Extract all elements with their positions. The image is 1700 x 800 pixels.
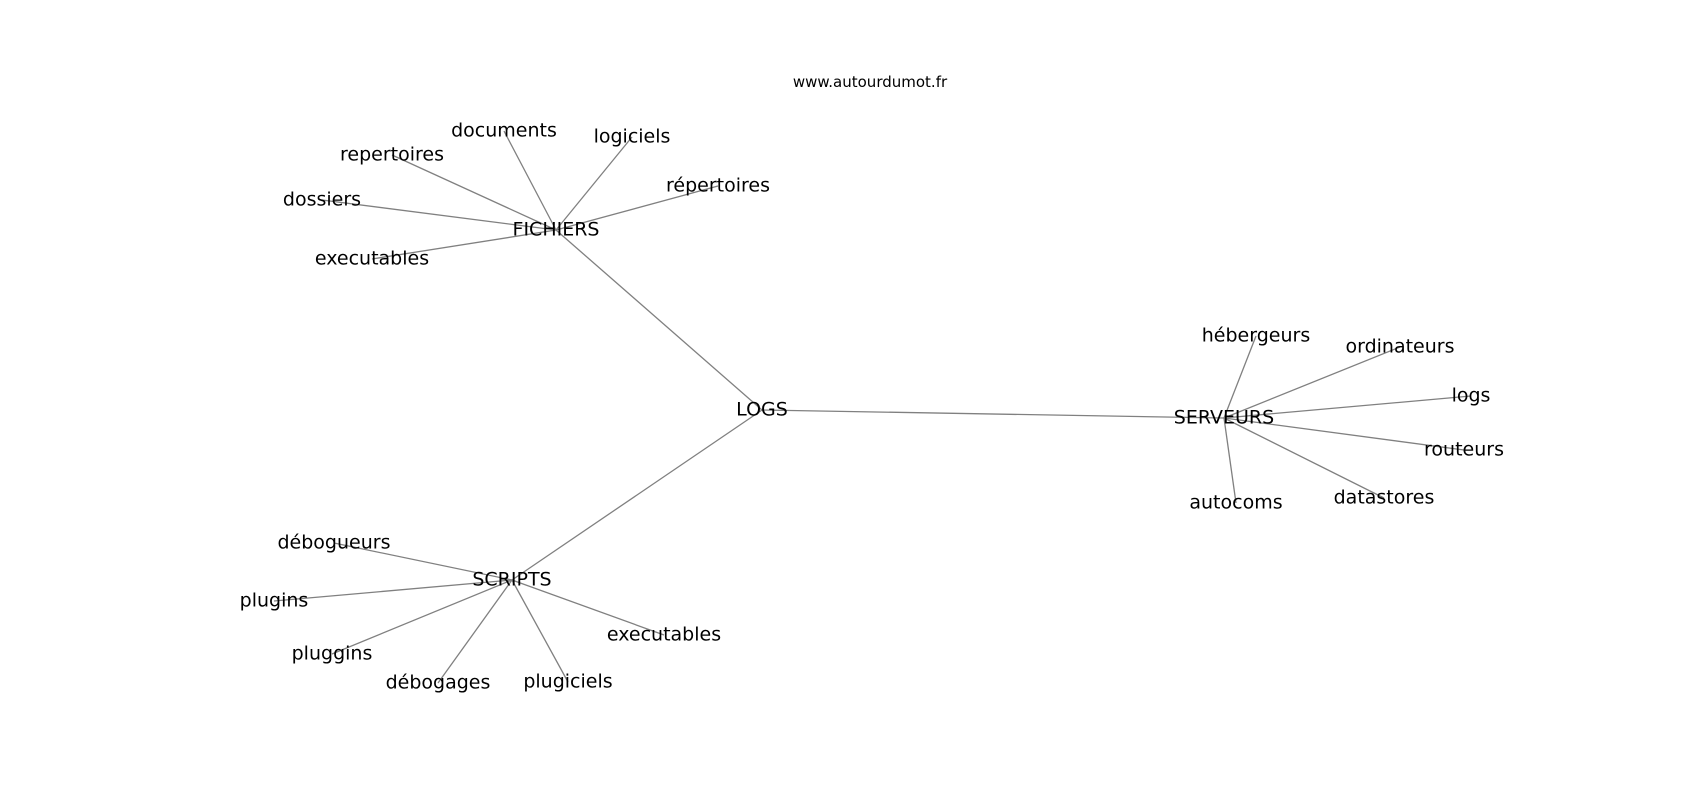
node-label-hebergeurs[interactable]: hébergeurs <box>1202 325 1310 347</box>
edge-serveurs-datastores <box>1223 417 1385 499</box>
edge-scripts-executables2 <box>511 579 665 636</box>
node-label-serveurs[interactable]: SERVEURS <box>1174 407 1274 429</box>
edge-serveurs-routeurs <box>1223 417 1465 451</box>
watermark-text: www.autourdumot.fr <box>793 73 948 91</box>
edge-logs_center-scripts <box>511 409 763 581</box>
node-label-plugiciels[interactable]: plugiciels <box>523 671 612 693</box>
node-label-fichiers[interactable]: FICHIERS <box>513 219 600 241</box>
node-label-plugins[interactable]: plugins <box>240 590 309 612</box>
node-label-executables2[interactable]: executables <box>607 624 721 646</box>
node-label-pluggins[interactable]: pluggins <box>292 643 373 665</box>
edge-fichiers-documents <box>503 130 557 231</box>
node-label-autocoms[interactable]: autocoms <box>1189 492 1282 514</box>
nodes-layer: LOGS FICHIERS SERVEURS SCRIPTS documents logi… <box>240 120 1504 694</box>
edge-logs_center-fichiers <box>555 229 763 411</box>
node-label-dossiers[interactable]: dossiers <box>283 189 361 211</box>
node-label-routeurs[interactable]: routeurs <box>1424 439 1504 461</box>
edge-scripts-debogueurs <box>333 542 513 581</box>
edge-fichiers-dossiers <box>321 199 557 231</box>
node-label-logiciels[interactable]: logiciels <box>594 126 671 148</box>
node-label-executables1[interactable]: executables <box>315 248 429 270</box>
edge-serveurs-hebergeurs <box>1223 335 1257 419</box>
node-label-datastores[interactable]: datastores <box>1334 487 1435 509</box>
node-label-documents[interactable]: documents <box>451 120 557 142</box>
node-label-scripts[interactable]: SCRIPTS <box>472 569 551 591</box>
node-label-debogueurs[interactable]: débogueurs <box>278 532 391 554</box>
edge-fichiers-repertoires2 <box>555 185 719 231</box>
edge-serveurs-logs_leaf <box>1223 395 1472 419</box>
edge-scripts-plugins <box>273 579 513 602</box>
edge-scripts-pluggins <box>331 579 513 655</box>
edges-layer <box>273 130 1472 684</box>
node-label-logs_center[interactable]: LOGS <box>736 399 788 421</box>
edge-scripts-plugiciels <box>511 579 569 683</box>
node-label-logs_leaf[interactable]: logs <box>1452 385 1491 407</box>
node-label-repertoires1[interactable]: repertoires <box>340 144 444 166</box>
node-label-debogages[interactable]: débogages <box>386 672 491 694</box>
edge-fichiers-logiciels <box>555 136 633 231</box>
node-label-repertoires2[interactable]: répertoires <box>666 175 770 197</box>
edge-scripts-debogages <box>437 579 513 684</box>
edge-serveurs-autocoms <box>1223 417 1237 504</box>
edge-serveurs-ordinateurs <box>1223 346 1401 419</box>
edge-fichiers-repertoires1 <box>391 154 557 231</box>
node-label-ordinateurs[interactable]: ordinateurs <box>1345 336 1454 358</box>
edge-logs_center-serveurs <box>761 409 1225 419</box>
edge-fichiers-executables1 <box>371 229 557 260</box>
